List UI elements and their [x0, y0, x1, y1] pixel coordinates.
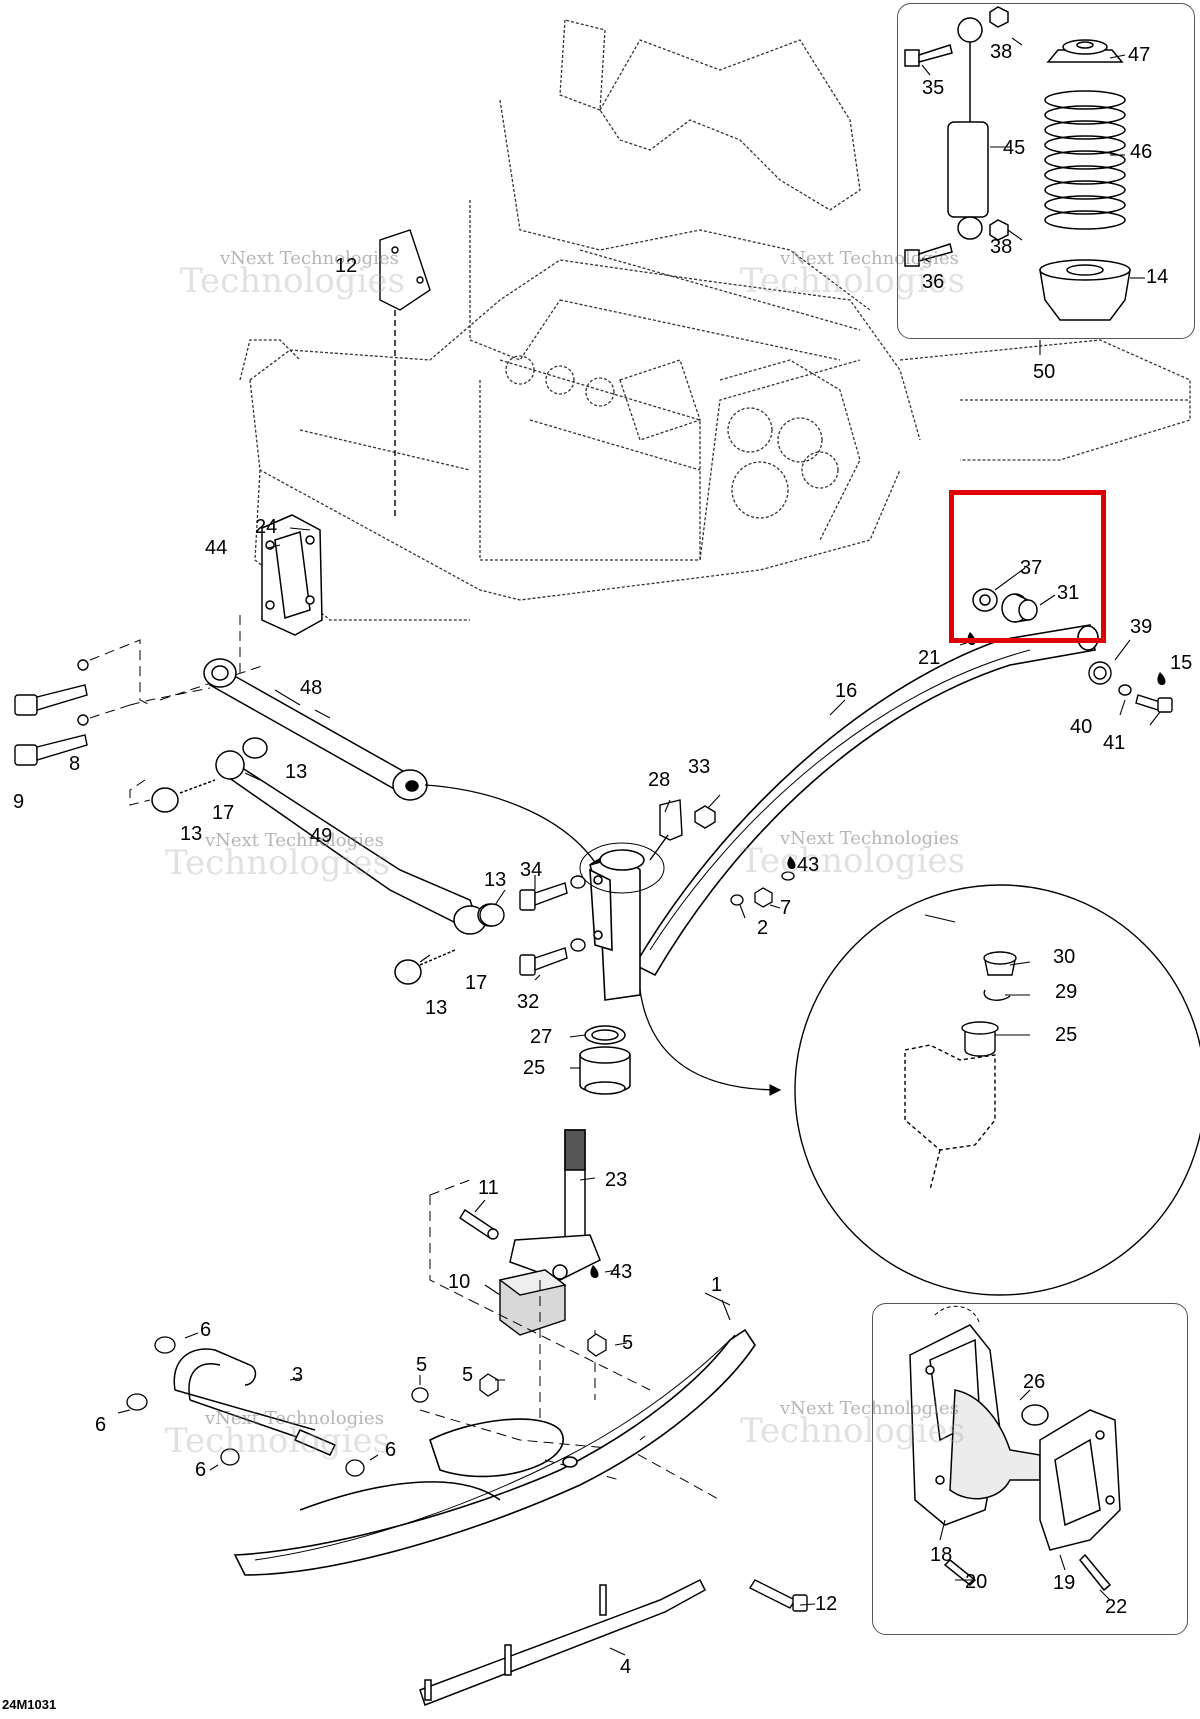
callout-48: 48: [300, 677, 323, 699]
callout-31: 31: [1057, 582, 1080, 604]
detail-guide: [934, 1305, 981, 1326]
bolt-12: [748, 1579, 808, 1612]
callout-32: 32: [517, 991, 540, 1013]
lower-rod-49: [151, 737, 503, 985]
callout-1: 1: [711, 1274, 723, 1296]
spring-cup-47: [1046, 39, 1124, 63]
callout-24: 24: [255, 516, 278, 538]
adjuster-14: [1039, 259, 1131, 321]
callout-49: 49: [310, 825, 333, 847]
callout-15: 15: [1170, 652, 1193, 674]
callout-21: 21: [918, 647, 941, 669]
callout-37: 37: [1020, 557, 1043, 579]
callout-13: 13: [425, 997, 448, 1019]
ski-loop-3: [173, 1348, 337, 1456]
callout-43: 43: [610, 1261, 633, 1283]
callout-3: 3: [292, 1364, 304, 1386]
callout-6: 6: [95, 1414, 107, 1436]
shock-inset-frame: [897, 3, 1195, 339]
callout-18: 18: [930, 1544, 953, 1566]
mount-inset-frame: [872, 1303, 1188, 1635]
upper-rod-48: [203, 658, 428, 801]
detail-parts: [904, 951, 1017, 1191]
callout-4: 4: [620, 1656, 632, 1678]
washer-37-bushing-31: [972, 588, 1038, 623]
callout-41: 41: [1103, 732, 1126, 754]
callout-50: 50: [1033, 361, 1056, 383]
callout-6: 6: [195, 1459, 207, 1481]
chassis-frame: [239, 19, 1191, 621]
leader-lines: [117, 37, 1161, 1656]
callout-46: 46: [1130, 141, 1153, 163]
spring-46: [1044, 90, 1126, 230]
callout-19: 19: [1053, 1572, 1076, 1594]
runner-4: [419, 1578, 706, 1706]
washer-bushing: [579, 1025, 631, 1095]
callout-38: 38: [990, 41, 1013, 63]
detail-circle: [794, 884, 1200, 1296]
callout-6: 6: [200, 1319, 212, 1341]
nuts-6: [126, 1333, 607, 1477]
callout-43: 43: [797, 854, 820, 876]
figure-id: 24M1031: [2, 1697, 57, 1712]
callout-23: 23: [605, 1169, 628, 1191]
callout-5: 5: [416, 1354, 428, 1376]
callout-45: 45: [1003, 137, 1026, 159]
callout-10: 10: [448, 1271, 471, 1293]
callout-30: 30: [1053, 946, 1076, 968]
callout-36: 36: [922, 271, 945, 293]
callout-29: 29: [1055, 981, 1078, 1003]
callout-5: 5: [462, 1364, 474, 1386]
bracket-28: [649, 799, 716, 861]
callout-25: 25: [523, 1057, 546, 1079]
callout-16: 16: [835, 680, 858, 702]
leader-arrow-detail: [639, 989, 782, 1096]
steering-plate: [379, 229, 431, 520]
callout-44: 44: [205, 537, 228, 559]
callout-8: 8: [69, 753, 81, 775]
callout-25: 25: [1055, 1024, 1078, 1046]
callout-20: 20: [965, 1571, 988, 1593]
callout-28: 28: [648, 769, 671, 791]
bolts-34-32: [479, 875, 586, 976]
callout-13: 13: [484, 869, 507, 891]
pin-block: [459, 1209, 567, 1336]
callout-2: 2: [757, 917, 769, 939]
spindle-housing: [579, 842, 665, 1001]
leader-arrow-48: [424, 784, 601, 872]
hardware-39-40-41: [1088, 661, 1173, 713]
callout-34: 34: [520, 859, 543, 881]
callout-12: 12: [335, 255, 358, 277]
highlight-box: [949, 490, 1106, 643]
callout-35: 35: [922, 77, 945, 99]
mount-assembly: [909, 1324, 1121, 1592]
callout-17: 17: [465, 972, 488, 994]
callout-5: 5: [622, 1332, 634, 1354]
spindle-23: [509, 1129, 601, 1281]
callout-9: 9: [13, 791, 25, 813]
callout-22: 22: [1105, 1596, 1128, 1618]
callout-27: 27: [530, 1026, 553, 1048]
ski-1: [233, 1328, 756, 1576]
callout-38: 38: [990, 236, 1013, 258]
hardware-2-7: [730, 871, 795, 908]
trailing-arm-16: [633, 624, 1099, 977]
callout-6: 6: [385, 1439, 397, 1461]
bolts-9: [14, 659, 89, 766]
callout-17: 17: [212, 802, 235, 824]
callout-13: 13: [285, 761, 308, 783]
callout-13: 13: [180, 823, 203, 845]
callout-7: 7: [780, 897, 792, 919]
callout-11: 11: [478, 1177, 499, 1199]
callout-26: 26: [1023, 1371, 1046, 1393]
callout-33: 33: [688, 756, 711, 778]
callout-14: 14: [1146, 266, 1169, 288]
callout-40: 40: [1070, 716, 1093, 738]
shock-absorber-45: [904, 6, 1009, 267]
callout-39: 39: [1130, 616, 1153, 638]
callout-12: 12: [815, 1593, 838, 1615]
frame-bracket: [261, 514, 323, 636]
callout-47: 47: [1128, 44, 1151, 66]
